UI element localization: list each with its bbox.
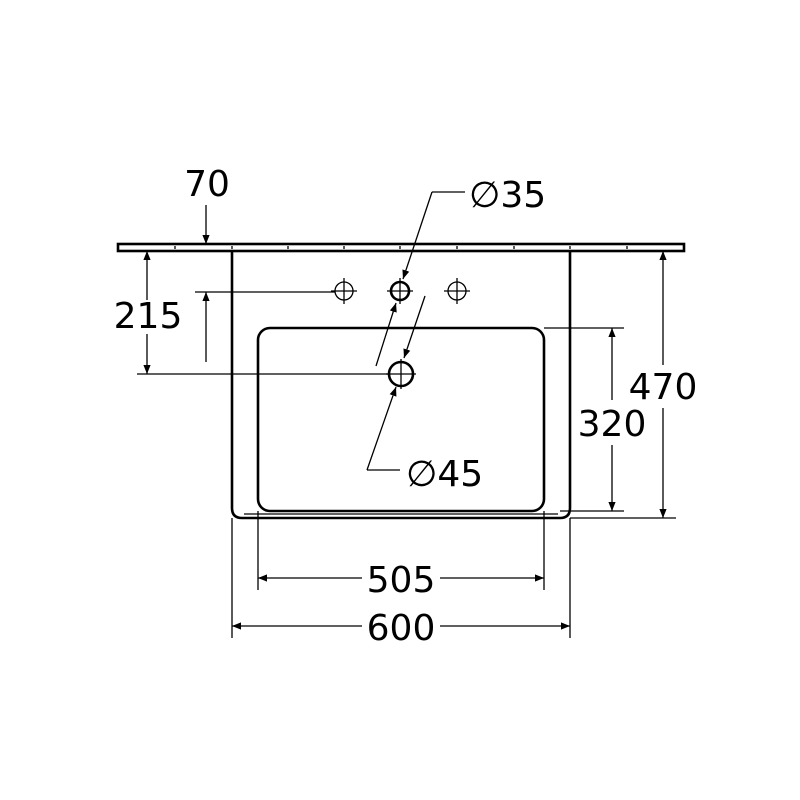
label-overall-depth: 470 <box>629 367 698 408</box>
dimension-470 <box>570 251 676 519</box>
leader-45 <box>366 386 400 471</box>
label-drain-diameter: ∅45 <box>406 454 483 495</box>
label-overall-width: 600 <box>367 608 436 649</box>
tap-hole-right <box>444 278 470 304</box>
dimension-215 <box>137 251 390 375</box>
countertop-plate <box>116 242 686 253</box>
dimension-70 <box>195 205 335 362</box>
bowl-outline <box>256 326 546 513</box>
dimension-600 <box>231 518 571 638</box>
drain-hole <box>386 359 416 389</box>
label-tap-hole-diameter: ∅35 <box>469 175 546 216</box>
tap-hole-left <box>331 278 357 304</box>
dimension-320 <box>544 327 624 512</box>
label-bowl-width: 505 <box>367 560 436 601</box>
label-tap-hole-height: 215 <box>114 296 183 337</box>
dimension-505 <box>257 511 545 590</box>
tap-hole-center <box>387 278 413 304</box>
basin-outline <box>230 251 572 520</box>
label-top-offset: 70 <box>184 164 230 205</box>
label-bowl-depth: 320 <box>578 404 647 445</box>
leader-35 <box>375 191 465 367</box>
